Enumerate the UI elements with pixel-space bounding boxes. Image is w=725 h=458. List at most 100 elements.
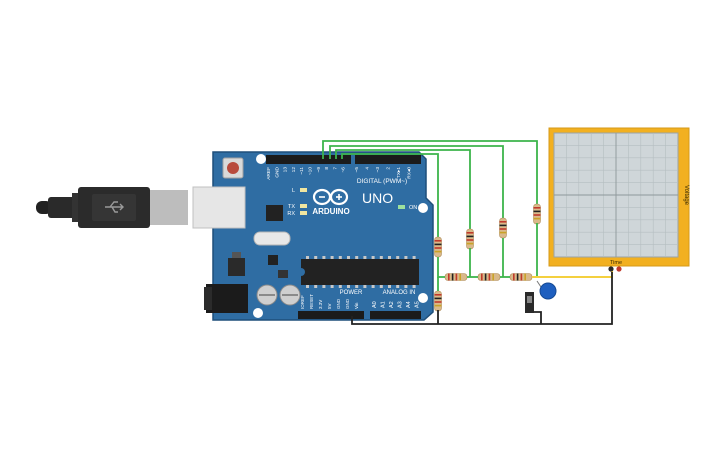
chip-leg bbox=[412, 256, 416, 259]
pin-label: 2 bbox=[386, 167, 392, 170]
pin-label: ~5 bbox=[354, 167, 360, 173]
pin-label: ~11 bbox=[299, 167, 305, 175]
mounting-hole bbox=[418, 203, 428, 213]
pin-label: 5V bbox=[327, 303, 332, 309]
usb-icon bbox=[105, 201, 124, 213]
chip-leg bbox=[306, 256, 309, 259]
reset-button[interactable] bbox=[222, 157, 244, 179]
pin-label: TX▸1 bbox=[396, 167, 402, 179]
led-on bbox=[398, 205, 405, 209]
analog-header bbox=[370, 311, 421, 319]
chip-leg bbox=[347, 285, 350, 288]
chip-leg bbox=[322, 256, 326, 259]
power-header bbox=[298, 311, 364, 319]
digital-label: DIGITAL (PWM~) bbox=[357, 178, 407, 185]
chip-leg bbox=[363, 285, 367, 288]
pin-label: GND bbox=[274, 166, 280, 177]
chip-leg bbox=[322, 285, 326, 288]
slide-switch[interactable] bbox=[525, 292, 534, 313]
chip-leg bbox=[404, 256, 408, 259]
chip-leg bbox=[355, 256, 359, 259]
pin-label: 12 bbox=[291, 167, 297, 173]
chip-leg bbox=[330, 285, 334, 288]
wire-green-pin-11[interactable] bbox=[322, 140, 538, 205]
chip-leg bbox=[379, 256, 383, 259]
led-l bbox=[300, 188, 307, 192]
electrolytic-capacitor bbox=[279, 284, 301, 306]
pin-label: GND bbox=[345, 298, 350, 309]
led-on-label: ON bbox=[409, 205, 417, 211]
chip-leg bbox=[363, 256, 367, 259]
chip-leg bbox=[371, 256, 375, 259]
resistor[interactable] bbox=[499, 217, 507, 239]
power-label: POWER bbox=[340, 290, 363, 296]
pin-label: IOREF bbox=[300, 295, 305, 309]
ceramic-capacitor[interactable] bbox=[536, 280, 557, 300]
usb-port bbox=[192, 186, 246, 229]
small-chip bbox=[268, 255, 278, 265]
chip-leg bbox=[388, 285, 391, 288]
resistor[interactable] bbox=[509, 273, 533, 281]
probe-terminal-negative[interactable] bbox=[608, 266, 614, 272]
pin-label: A5 bbox=[415, 301, 421, 308]
chip-leg bbox=[330, 256, 334, 259]
chip-leg bbox=[314, 256, 318, 259]
wire-green-ladder[interactable] bbox=[437, 223, 538, 291]
resistor[interactable] bbox=[434, 290, 442, 312]
chip-leg bbox=[388, 256, 391, 259]
chip-leg bbox=[314, 285, 318, 288]
time-axis-label: Time bbox=[610, 260, 622, 266]
pin-label: RX◂0 bbox=[407, 167, 413, 179]
model-label: UNO bbox=[362, 190, 393, 206]
probe-terminal-positive[interactable] bbox=[616, 266, 622, 272]
voltage-regulator bbox=[228, 258, 245, 276]
brand-label: ARDUINO bbox=[312, 207, 349, 216]
resistor[interactable] bbox=[533, 203, 541, 225]
chip-leg bbox=[347, 256, 350, 259]
led-tx bbox=[300, 204, 307, 208]
chip-leg bbox=[306, 285, 309, 288]
pin-label: 3.3V bbox=[318, 300, 323, 309]
wire-green-pin-10[interactable] bbox=[329, 145, 504, 220]
pin-label: Vin bbox=[354, 302, 359, 309]
electrolytic-capacitor bbox=[256, 284, 278, 306]
pin-label: 4 bbox=[365, 167, 371, 170]
resistor[interactable] bbox=[434, 236, 442, 258]
oscilloscope[interactable]: Voltage Time bbox=[548, 127, 690, 272]
resistor[interactable] bbox=[477, 273, 501, 281]
pin-label: A1 bbox=[381, 301, 387, 308]
pin-label: ~9 bbox=[316, 167, 322, 173]
pin-label: A0 bbox=[372, 301, 378, 308]
chip-leg bbox=[404, 285, 408, 288]
pin-label: A4 bbox=[406, 301, 412, 308]
chip-leg bbox=[355, 285, 359, 288]
resistor[interactable] bbox=[466, 228, 474, 250]
digital-header bbox=[266, 155, 421, 164]
atmega-chip bbox=[301, 256, 419, 288]
pin-label: ~10 bbox=[308, 167, 314, 175]
chip-leg bbox=[379, 285, 383, 288]
chip-leg bbox=[396, 256, 400, 259]
pin-label: 7 bbox=[332, 167, 338, 170]
resistor[interactable] bbox=[444, 273, 468, 281]
chip-leg bbox=[396, 285, 400, 288]
mounting-hole bbox=[256, 154, 266, 164]
led-l-label: L bbox=[292, 188, 295, 194]
small-chip bbox=[278, 270, 288, 278]
pin-label: 13 bbox=[283, 167, 289, 173]
wire-yellow-signal[interactable] bbox=[532, 269, 613, 278]
pin-label: RESET bbox=[309, 294, 314, 309]
power-jack bbox=[204, 284, 248, 313]
pin-label: A2 bbox=[389, 301, 395, 308]
wire-green-pin-8[interactable] bbox=[341, 153, 439, 237]
wire-green-pin-9[interactable] bbox=[335, 149, 471, 230]
chip-leg bbox=[371, 285, 375, 288]
chip-leg bbox=[338, 285, 342, 288]
led-rx-label: RX bbox=[287, 211, 295, 217]
pin-label: ~3 bbox=[375, 167, 381, 173]
resistor-network bbox=[434, 203, 541, 312]
